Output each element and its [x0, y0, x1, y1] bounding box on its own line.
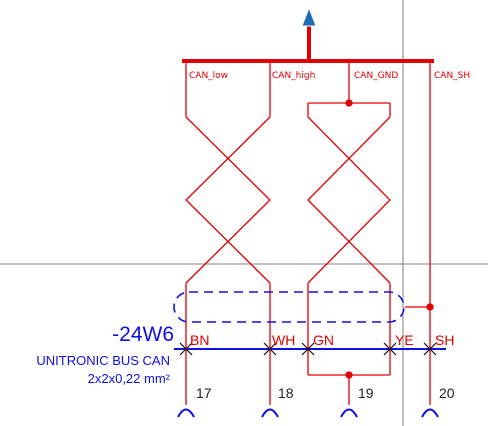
- conductor-label-bn: BN: [190, 332, 209, 348]
- conductor-label-sh: SH: [435, 332, 454, 348]
- cable-id: -24W6: [112, 323, 174, 346]
- cable-shield-outline: [173, 291, 405, 323]
- cable-spec: 2x2x0,22 mm²: [88, 371, 171, 386]
- conductor-label-gn: GN: [313, 332, 334, 348]
- pin-number-20: 20: [439, 385, 455, 401]
- bus-up-arrow-icon: [301, 6, 317, 60]
- bus-label-can-gnd: CAN_GND: [354, 71, 398, 81]
- conductor-label-ye: YE: [395, 332, 414, 348]
- pin-number-17: 17: [196, 385, 212, 401]
- terminal-symbols: [177, 408, 439, 418]
- twisted-pair-gnd: [307, 61, 391, 405]
- conductor-label-wh: WH: [272, 332, 295, 348]
- cable-name: UNITRONIC BUS CAN: [36, 353, 170, 368]
- pin-number-18: 18: [278, 385, 294, 401]
- bus-label-can-high: CAN_high: [272, 71, 315, 81]
- bus-label-can-low: CAN_low: [189, 71, 228, 81]
- shield-wire: [405, 61, 434, 405]
- cable-crossing-ticks: [179, 342, 437, 356]
- bus-label-can-sh: CAN_SH: [434, 71, 470, 81]
- pin-number-19: 19: [358, 385, 374, 401]
- twisted-pair-can: [185, 61, 271, 405]
